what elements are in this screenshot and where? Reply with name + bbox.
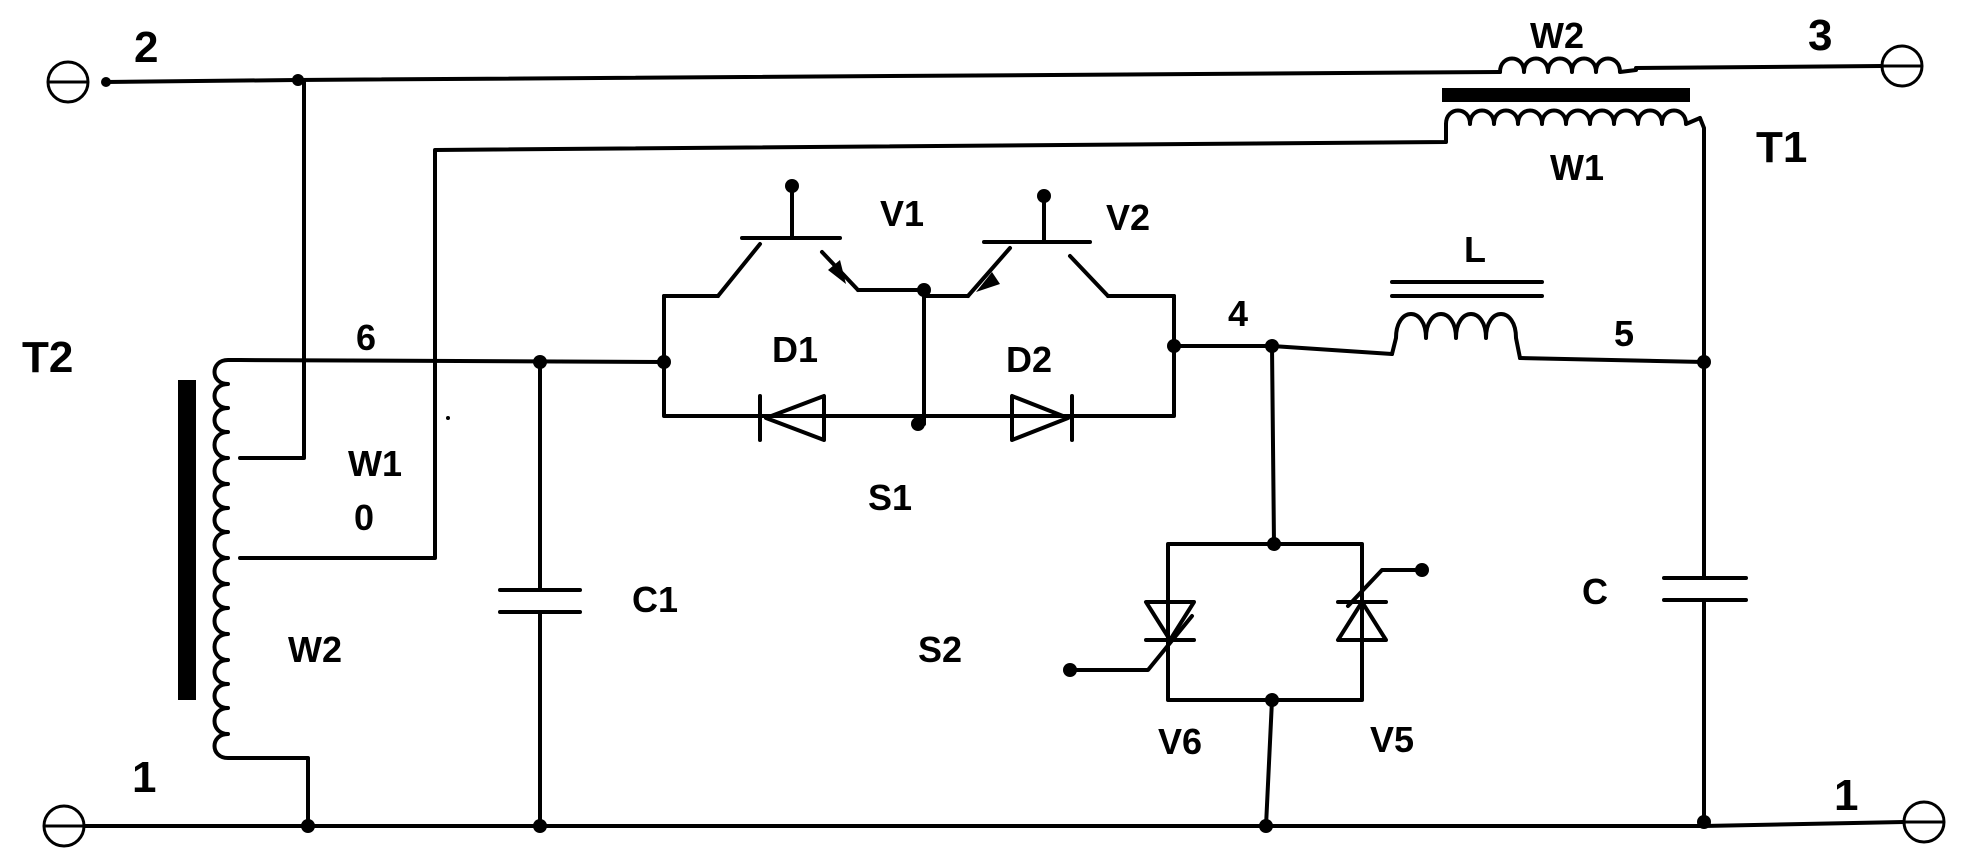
t2-winding xyxy=(215,360,241,758)
label-terminal-2: 2 xyxy=(134,23,158,72)
v2-transistor xyxy=(924,189,1108,296)
label-c: C xyxy=(1582,571,1608,612)
label-terminal-1-right: 1 xyxy=(1834,771,1858,820)
label-t2-w2: W2 xyxy=(288,629,342,670)
label-node-5: 5 xyxy=(1614,313,1634,354)
junction-ground-t2 xyxy=(301,819,315,833)
label-v1: V1 xyxy=(880,193,924,234)
wire-terminal2-to-t1-w2 xyxy=(106,72,1500,82)
t1-w1-winding xyxy=(1446,111,1700,125)
capacitor-c xyxy=(1664,578,1746,600)
label-s2: S2 xyxy=(918,629,962,670)
wire-t1-w2-to-terminal3 xyxy=(1636,66,1882,68)
terminal-1-right-symbol xyxy=(1904,802,1944,842)
junction-s1-right xyxy=(1167,339,1181,353)
label-v5: V5 xyxy=(1370,719,1414,760)
inductor-l xyxy=(1392,282,1542,358)
junction-ground-s2 xyxy=(1259,819,1273,833)
junction-ground-c xyxy=(1697,815,1711,829)
wire-t1-w1-to-capacitor-c xyxy=(1700,118,1704,578)
t1-w2-winding xyxy=(1500,59,1636,73)
wire-t2-w1-tap xyxy=(240,80,304,458)
wire-s2-frame xyxy=(1168,544,1362,700)
label-t2-w1: W1 xyxy=(348,443,402,484)
label-t1-w1: W1 xyxy=(1550,147,1604,188)
junction-s2-bottom xyxy=(1265,693,1279,707)
junction-s1-mid-bottom xyxy=(911,417,925,431)
label-l: L xyxy=(1464,229,1486,270)
stray-dot xyxy=(446,416,450,420)
wire-t1-w1-to-node-0 xyxy=(240,124,1446,558)
junction-top-tap xyxy=(292,74,304,86)
label-terminal-3: 3 xyxy=(1808,11,1832,60)
wire-s2-to-ground xyxy=(1266,700,1272,826)
label-node-0: 0 xyxy=(354,497,374,538)
wire-t2-w2-to-ground xyxy=(240,758,308,826)
terminal-3-symbol xyxy=(1882,46,1922,86)
t2-core xyxy=(178,380,196,700)
wire-inductor-to-node-5 xyxy=(1520,358,1704,362)
junction-ground-c1 xyxy=(533,819,547,833)
v5-thyristor xyxy=(1338,563,1429,640)
t1-core xyxy=(1442,88,1690,102)
terminal-2-symbol xyxy=(48,62,111,102)
label-d2: D2 xyxy=(1006,339,1052,380)
junction-s2-top xyxy=(1267,537,1281,551)
label-terminal-1-left: 1 xyxy=(132,753,156,802)
label-v2: V2 xyxy=(1106,197,1150,238)
label-c1: C1 xyxy=(632,579,678,620)
label-s1: S1 xyxy=(868,477,912,518)
label-node-4: 4 xyxy=(1228,293,1248,334)
label-t1-w2: W2 xyxy=(1530,15,1584,56)
wire-node-6 xyxy=(240,360,664,362)
label-v6: V6 xyxy=(1158,721,1202,762)
junction-s1-mid-top xyxy=(917,283,931,297)
junction-node-5 xyxy=(1697,355,1711,369)
v6-thyristor xyxy=(1063,602,1194,677)
terminal-1-left-symbol xyxy=(44,806,84,846)
label-node-6: 6 xyxy=(356,317,376,358)
junction-c1-top xyxy=(533,355,547,369)
label-t1: T1 xyxy=(1756,123,1807,172)
label-d1: D1 xyxy=(772,329,818,370)
wire-node-4-to-inductor xyxy=(1174,346,1392,354)
wire-node-4-to-s2 xyxy=(1272,346,1274,544)
wire-s1-frame xyxy=(664,296,1174,416)
junction-s1-left xyxy=(657,355,671,369)
capacitor-c1 xyxy=(500,590,580,612)
wire-ground-bus xyxy=(84,822,1904,826)
label-t2: T2 xyxy=(22,333,73,382)
junction-node-4 xyxy=(1265,339,1279,353)
